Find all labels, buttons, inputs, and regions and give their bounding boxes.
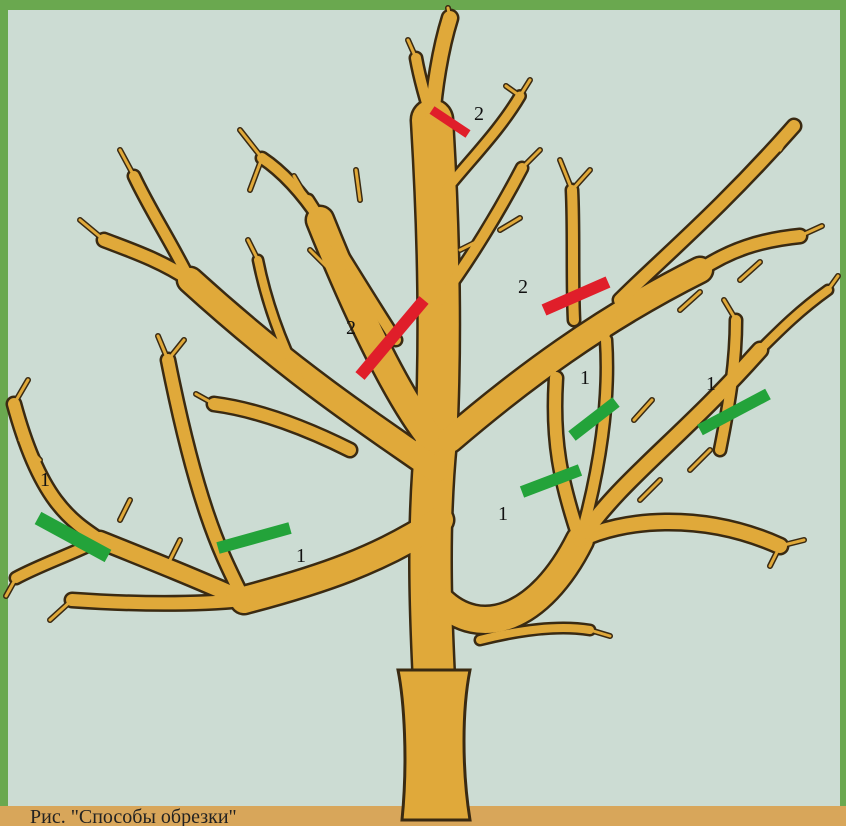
twig-23 bbox=[448, 8, 450, 18]
label-1-far-left: 1 bbox=[40, 469, 50, 491]
label-2-left: 2 bbox=[346, 317, 356, 339]
label-1-mid-lower: 1 bbox=[498, 503, 508, 525]
label-2-right: 2 bbox=[518, 276, 528, 298]
label-1-right: 1 bbox=[706, 373, 716, 395]
label-1-mid-upper: 1 bbox=[580, 367, 590, 389]
branch-16 bbox=[72, 600, 244, 603]
label-1-left: 1 bbox=[296, 545, 306, 567]
label-2-top: 2 bbox=[474, 103, 484, 125]
figure-caption: Рис. "Способы обрезки" bbox=[30, 806, 237, 826]
tree-trunk bbox=[398, 670, 470, 820]
